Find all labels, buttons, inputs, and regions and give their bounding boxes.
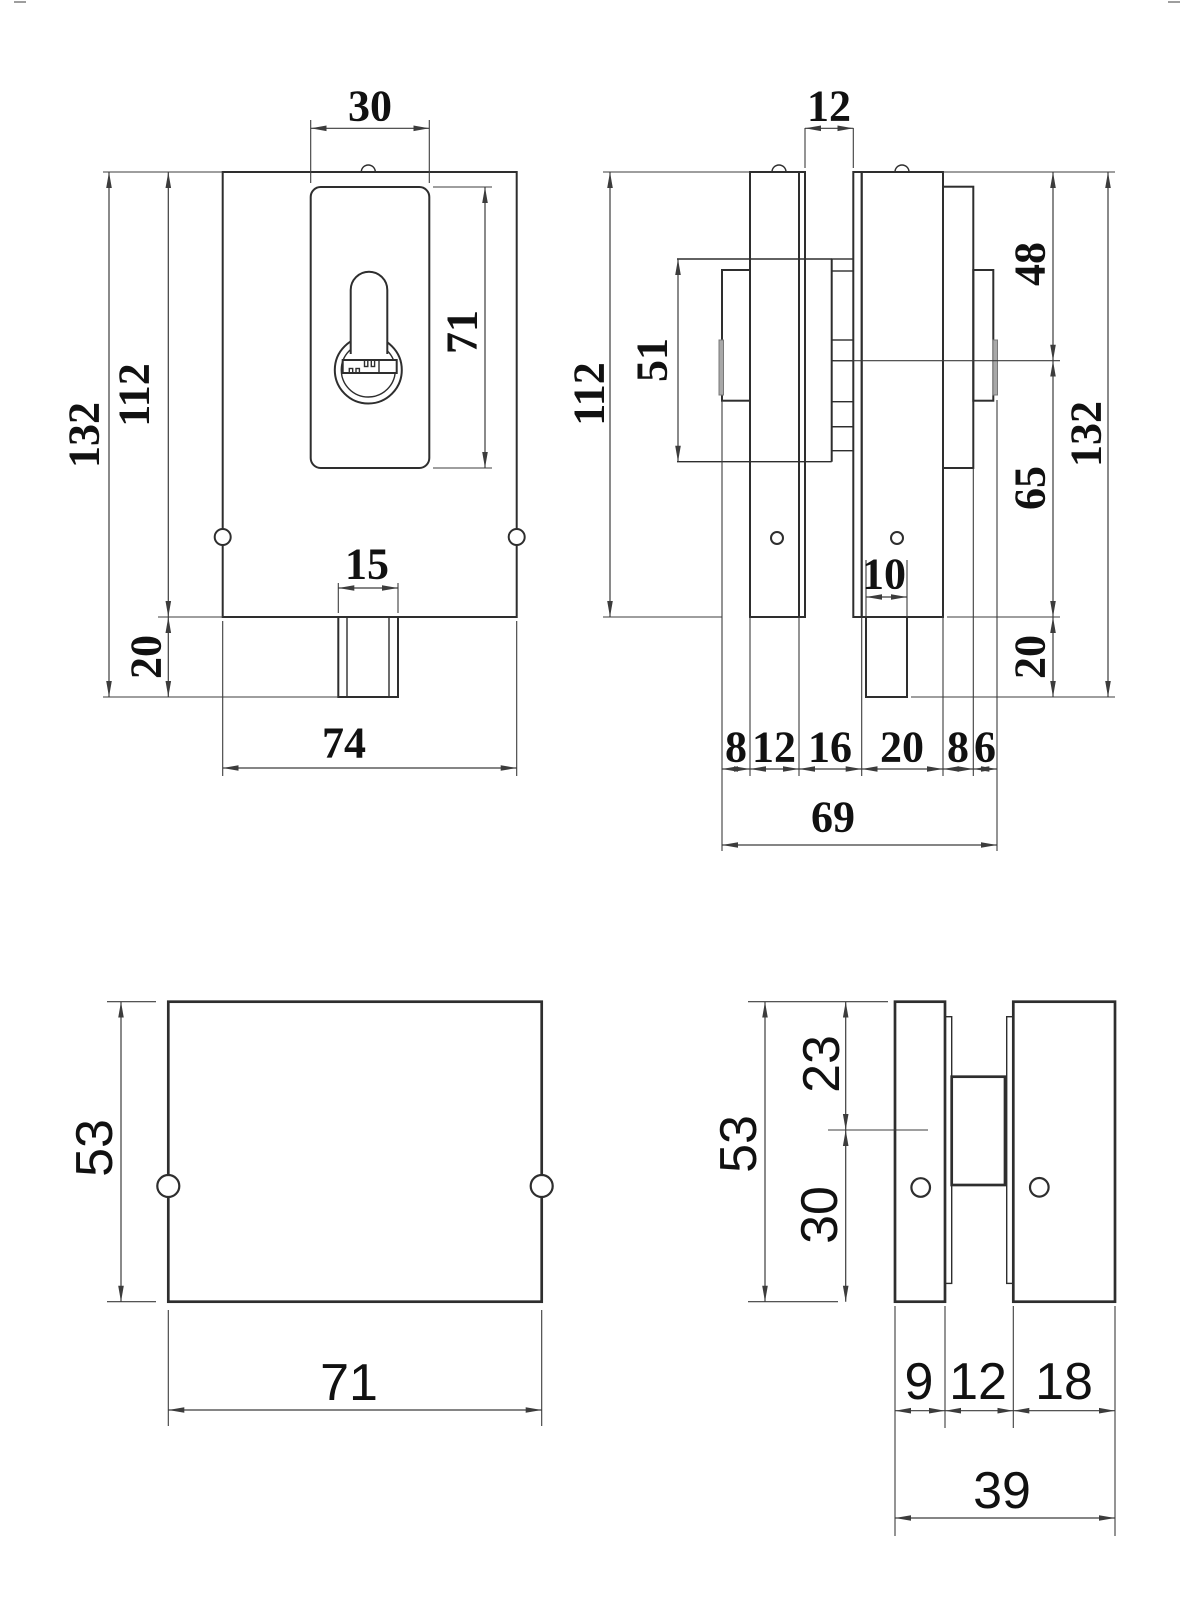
dim-label-132: 132 xyxy=(60,402,109,468)
top-pin-bump xyxy=(360,164,376,173)
dim-label-15: 15 xyxy=(345,540,389,589)
mechanism-tab xyxy=(831,401,855,428)
keyway-bar xyxy=(341,359,398,374)
gasket-pad-left xyxy=(718,339,724,396)
dim-label-51: 51 xyxy=(628,338,677,382)
dim-label-39: 39 xyxy=(973,1462,1031,1520)
strike-box-outline xyxy=(166,1000,544,1304)
screw-hole xyxy=(1028,1176,1050,1198)
dim-label-20: 20 xyxy=(880,723,924,772)
extension-lines xyxy=(310,120,430,183)
clamp-plate-left xyxy=(893,1000,947,1304)
dim-label-65: 65 xyxy=(1006,466,1055,510)
extension-lines xyxy=(103,171,339,698)
case-boss-left xyxy=(721,269,751,402)
dim-label-71: 71 xyxy=(438,310,487,354)
glass-liner-left xyxy=(798,171,806,618)
key-slot-mask xyxy=(350,271,388,352)
extension-lines xyxy=(865,560,908,617)
dim-label-6: 6 xyxy=(974,723,996,772)
keyway-notch xyxy=(348,367,354,374)
dim-label-8: 8 xyxy=(725,723,747,772)
through-glass-hub xyxy=(950,1075,1007,1187)
dim-label-71: 71 xyxy=(320,1354,378,1412)
dim-label-12: 12 xyxy=(949,1353,1007,1411)
top-pin-bump xyxy=(894,164,910,173)
dim-label-112: 112 xyxy=(565,362,614,426)
extension-lines xyxy=(603,171,1115,698)
side-screw-hole xyxy=(156,1173,181,1199)
dim-label-74: 74 xyxy=(322,719,366,768)
dim-label-53: 53 xyxy=(66,1119,124,1177)
extension-lines xyxy=(894,1306,1116,1536)
dim-label-20: 20 xyxy=(1006,635,1055,679)
keyway-notch xyxy=(370,359,376,368)
latch-bolt xyxy=(337,616,399,698)
strike-plan-view xyxy=(107,1000,554,1426)
side-screw-hole xyxy=(213,528,232,546)
escutcheon-plate xyxy=(309,186,431,469)
side-section-view xyxy=(603,125,1115,851)
extension-lines xyxy=(748,1001,888,1303)
strike-side-view xyxy=(748,1000,1117,1536)
side-screw-hole xyxy=(507,528,526,546)
gasket-pad-right xyxy=(992,339,998,396)
case-boss-right xyxy=(972,269,995,402)
extension-lines xyxy=(167,1310,543,1426)
glass-liner-right xyxy=(852,171,863,618)
mechanism-tab xyxy=(831,339,855,362)
clamp-plate-right xyxy=(1011,1000,1117,1304)
extension-lines xyxy=(433,186,492,469)
front-view xyxy=(103,120,526,776)
dim-label-10: 10 xyxy=(862,550,906,599)
screw-hole xyxy=(910,1177,932,1198)
dim-label-16: 16 xyxy=(808,723,852,772)
dim-label-18: 18 xyxy=(1035,1353,1093,1411)
dim-label-30: 30 xyxy=(348,82,392,131)
keyway-notch xyxy=(355,367,361,374)
mechanism-tab xyxy=(831,258,855,272)
extension-lines xyxy=(222,621,518,776)
extension-lines xyxy=(804,128,854,168)
keyway-notch xyxy=(363,359,369,368)
extension-lines xyxy=(721,400,998,851)
dim-label-12: 12 xyxy=(752,723,796,772)
dim-label-132: 132 xyxy=(1062,401,1111,467)
dim-label-30: 30 xyxy=(791,1186,849,1244)
dim-label-23: 23 xyxy=(793,1035,851,1093)
dim-label-112: 112 xyxy=(110,363,159,427)
back-step-box xyxy=(942,185,975,469)
dim-label-8: 8 xyxy=(947,723,969,772)
latch-bolt-side xyxy=(865,616,908,698)
dim-label-69: 69 xyxy=(811,793,855,842)
dim-label-12: 12 xyxy=(807,82,851,131)
cover-plate-left xyxy=(749,171,800,618)
dim-label-20: 20 xyxy=(122,635,171,679)
screw-hole xyxy=(770,531,784,545)
side-screw-hole xyxy=(529,1173,554,1199)
mechanism-tab xyxy=(831,426,855,452)
top-pin-bump xyxy=(771,164,787,173)
dim-label-53: 53 xyxy=(710,1115,768,1173)
key-slot xyxy=(349,270,389,354)
screw-hole xyxy=(890,531,904,545)
dim-label-48: 48 xyxy=(1006,242,1055,286)
extension-lines xyxy=(107,1001,156,1303)
dim-label-9: 9 xyxy=(905,1353,934,1411)
